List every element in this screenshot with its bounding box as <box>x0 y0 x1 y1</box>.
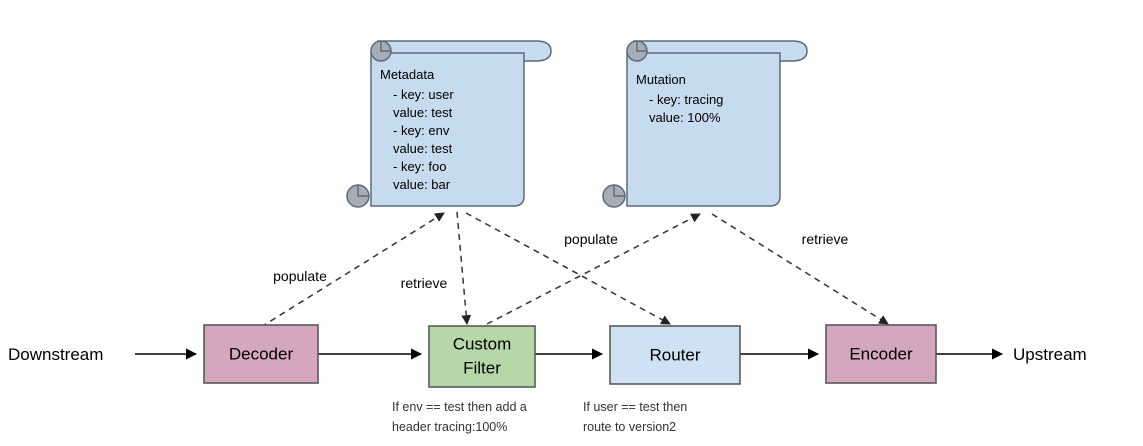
node-decoder-label: Decoder <box>229 344 294 363</box>
edge-label-populate-mutation: populate <box>564 231 618 247</box>
edge-label-retrieve-mutation: retrieve <box>802 231 849 247</box>
scroll-mutation-line-1: - key: tracing <box>649 92 723 107</box>
edge-mutation-retrieve-encoder <box>711 213 889 325</box>
caption-custom-filter: If env == test then add a header tracing… <box>392 400 527 434</box>
scroll-mutation-title: Mutation <box>636 72 686 87</box>
node-custom-filter-label-line1: Custom <box>453 334 512 353</box>
node-custom-filter-label-line2: Filter <box>463 358 501 377</box>
scroll-metadata-line-5: - key: foo <box>393 159 446 174</box>
scroll-mutation-line-2: value: 100% <box>649 110 721 125</box>
node-custom-filter[interactable]: Custom Filter <box>428 325 536 388</box>
scroll-metadata-line-6: value: bar <box>393 177 451 192</box>
edge-metadata-retrieve-custom-filter <box>456 211 472 325</box>
edge-custom-filter-populate-mutation <box>486 213 701 325</box>
edge-label-retrieve-metadata: retrieve <box>401 275 448 291</box>
scroll-metadata-line-2: value: test <box>393 105 453 120</box>
node-encoder[interactable]: Encoder <box>825 324 937 384</box>
caption-custom-filter-line1: If env == test then add a <box>392 400 527 414</box>
node-router-label: Router <box>649 345 700 364</box>
edge-label-populate-metadata: populate <box>273 268 327 284</box>
endpoint-label-upstream: Upstream <box>1013 345 1087 364</box>
scroll-metadata-line-4: value: test <box>393 141 453 156</box>
scroll-metadata-line-1: - key: user <box>393 87 454 102</box>
node-encoder-label: Encoder <box>849 344 913 363</box>
scroll-metadata: Metadata - key: user value: test - key: … <box>346 40 552 208</box>
scroll-mutation: Mutation - key: tracing value: 100% <box>602 40 808 208</box>
caption-router-line1: If user == test then <box>583 400 687 414</box>
scroll-metadata-line-3: - key: env <box>393 123 450 138</box>
caption-router-line2: route to version2 <box>583 420 676 434</box>
node-router[interactable]: Router <box>609 325 741 385</box>
edge-metadata-to-router <box>465 212 671 325</box>
edge-decoder-populate-metadata <box>260 212 445 328</box>
caption-custom-filter-line2: header tracing:100% <box>392 420 507 434</box>
caption-router: If user == test then route to version2 <box>583 400 687 434</box>
scroll-metadata-title: Metadata <box>380 67 435 82</box>
endpoint-label-downstream: Downstream <box>8 345 103 364</box>
node-decoder[interactable]: Decoder <box>203 324 319 384</box>
